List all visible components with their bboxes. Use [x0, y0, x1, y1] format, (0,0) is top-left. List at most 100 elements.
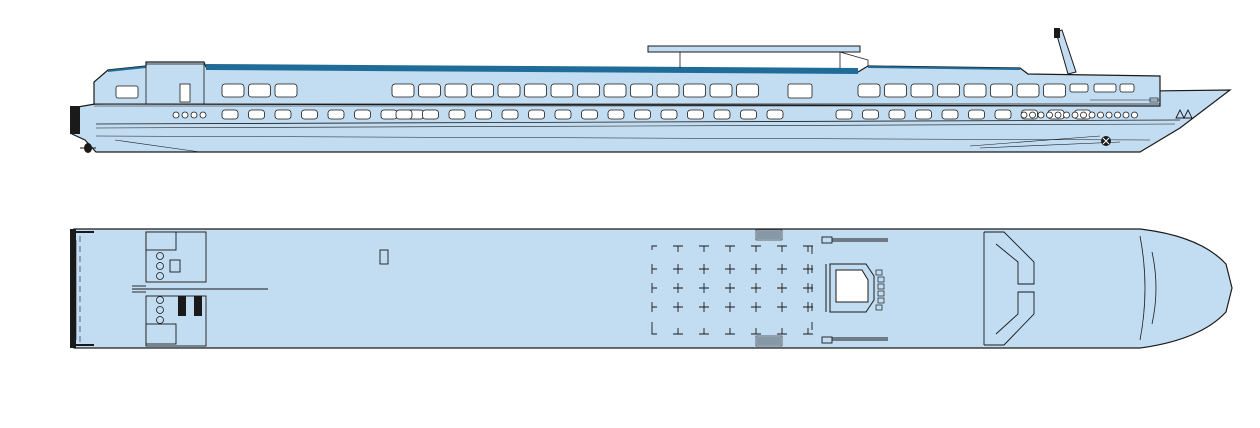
porthole	[1131, 111, 1138, 119]
seat	[877, 290, 885, 297]
bollard	[156, 252, 164, 260]
sun-deck-canopy	[647, 45, 869, 68]
seat	[875, 304, 883, 311]
window	[937, 83, 960, 98]
window	[835, 109, 853, 120]
davits	[821, 236, 888, 344]
deck-hatch	[379, 249, 389, 265]
seat	[877, 283, 885, 290]
sun-lounger	[673, 328, 683, 335]
window	[554, 109, 572, 120]
wheelhouse	[825, 263, 875, 313]
sun-lounger	[777, 328, 787, 335]
window	[248, 109, 265, 120]
window	[713, 109, 731, 120]
gangway-grilles	[755, 229, 783, 347]
bollard	[156, 306, 164, 314]
window	[862, 109, 879, 120]
sun-lounger	[725, 328, 735, 335]
window	[1016, 83, 1040, 98]
bow-emblem-icon	[1175, 108, 1193, 120]
sun-lounger	[651, 264, 657, 274]
seat	[877, 276, 885, 283]
window	[963, 83, 987, 98]
sun-lounger	[699, 328, 709, 335]
anchor-icon	[1101, 136, 1111, 146]
porthole	[1105, 111, 1113, 119]
window	[634, 109, 651, 120]
observation-window	[787, 83, 813, 99]
accent-stripe	[206, 64, 858, 74]
sun-lounger	[651, 283, 657, 293]
sun-lounger	[725, 245, 735, 252]
grille	[755, 229, 783, 241]
porthole	[1080, 111, 1087, 119]
window	[354, 109, 371, 120]
porthole	[1122, 111, 1130, 119]
window	[221, 83, 245, 98]
window	[857, 83, 881, 98]
window	[475, 109, 492, 120]
sun-lounger	[751, 245, 761, 252]
porthole	[1097, 111, 1104, 119]
window	[301, 109, 318, 120]
window	[740, 109, 757, 120]
window	[395, 109, 413, 120]
window	[391, 83, 415, 98]
sun-lounger	[803, 283, 813, 293]
window	[607, 109, 625, 120]
window	[941, 109, 959, 120]
window	[915, 109, 932, 120]
sun-lounger	[699, 245, 709, 252]
porthole	[199, 111, 207, 119]
stern-equipment	[132, 231, 268, 347]
bollard	[156, 296, 164, 304]
sun-lounger	[777, 302, 787, 312]
sun-lounger	[803, 264, 813, 274]
window	[687, 109, 704, 120]
sun-lounger	[651, 245, 657, 250]
porthole	[172, 111, 180, 119]
window	[990, 83, 1013, 98]
sun-lounger	[651, 302, 657, 312]
porthole	[181, 111, 189, 119]
wheelhouse-seats	[875, 269, 885, 311]
window	[581, 109, 598, 120]
sun-lounger	[751, 328, 761, 335]
bollard	[156, 316, 164, 324]
window	[380, 109, 398, 120]
window	[418, 83, 441, 98]
window	[630, 83, 653, 98]
porthole	[1054, 111, 1062, 119]
sun-lounger	[751, 283, 761, 293]
window	[501, 109, 519, 120]
sun-lounger	[803, 245, 813, 252]
window	[550, 83, 574, 98]
porthole	[1063, 111, 1070, 119]
stern-block	[70, 106, 80, 134]
sun-lounger	[673, 302, 683, 312]
sun-lounger	[725, 264, 735, 274]
porthole	[1114, 111, 1121, 119]
deck-outline	[73, 228, 1233, 349]
window	[274, 109, 292, 120]
window	[888, 109, 906, 120]
porthole	[1037, 111, 1045, 119]
sun-lounger	[673, 283, 683, 293]
bollard	[156, 262, 164, 270]
propeller-icon	[80, 143, 96, 153]
sun-lounger-grid	[651, 245, 813, 335]
stern-hatch-right	[194, 296, 202, 316]
window	[683, 83, 706, 98]
window	[736, 83, 759, 98]
window	[471, 83, 494, 98]
window	[497, 83, 521, 98]
porthole	[1020, 111, 1028, 119]
window	[524, 83, 547, 98]
window	[709, 83, 733, 98]
mast	[1054, 28, 1077, 75]
sun-lounger	[673, 245, 683, 252]
seat	[875, 269, 883, 276]
upper-deck-windows	[221, 83, 1066, 98]
